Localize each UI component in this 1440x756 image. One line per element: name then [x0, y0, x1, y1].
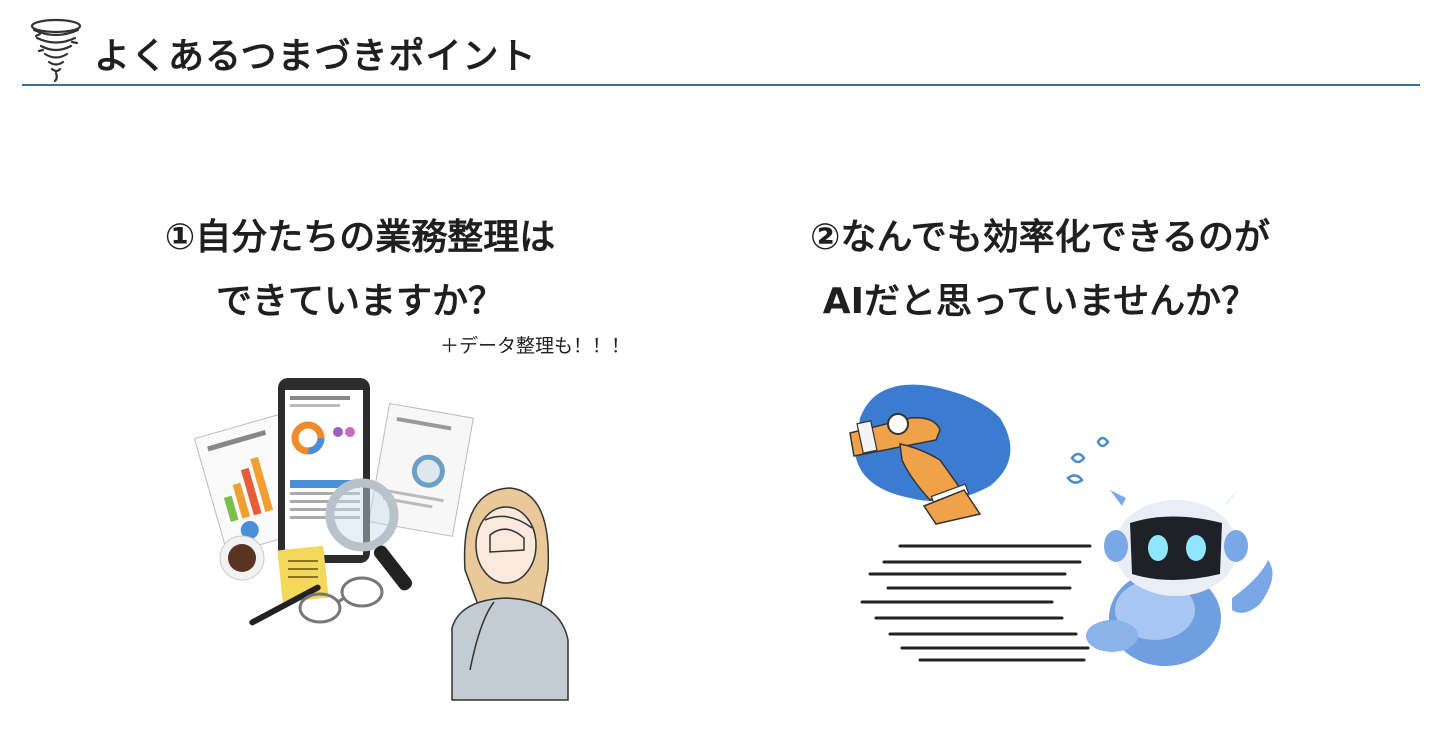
wristwatch-blob	[849, 384, 1011, 525]
point-2-question: ②なんでも効率化できるのが AIだと思っていませんか？	[740, 206, 1340, 334]
speed-lines	[860, 544, 1092, 662]
point-1-question: ①自分たちの業務整理は できていますか？	[110, 206, 610, 334]
point-1-note: ＋データ整理も！！！	[440, 335, 631, 357]
pen	[249, 584, 321, 626]
page-title: よくあるつまづきポイント	[94, 36, 537, 77]
confused-woman	[451, 487, 569, 701]
rushing-robot-illustration	[849, 384, 1273, 666]
point-1-line-1: ①自分たちの業務整理は	[164, 217, 556, 258]
header-divider	[22, 84, 1420, 86]
eyeglasses	[298, 576, 384, 624]
sweat-drops-icon	[1066, 436, 1110, 484]
tornado-icon	[30, 18, 82, 82]
point-1-line-2: できていますか？	[215, 281, 504, 322]
point-2-line-1: ②なんでも効率化できるのが	[810, 217, 1270, 258]
robot	[1086, 490, 1273, 666]
documents-analysis-illustration	[193, 378, 569, 701]
coffee-cup	[219, 535, 265, 581]
point-2-line-2: AIだと思っていませんか？	[822, 281, 1258, 322]
magnifying-glass	[325, 478, 413, 591]
tablet-device	[278, 378, 370, 563]
slide-header: よくあるつまづきポイント	[0, 0, 1440, 90]
